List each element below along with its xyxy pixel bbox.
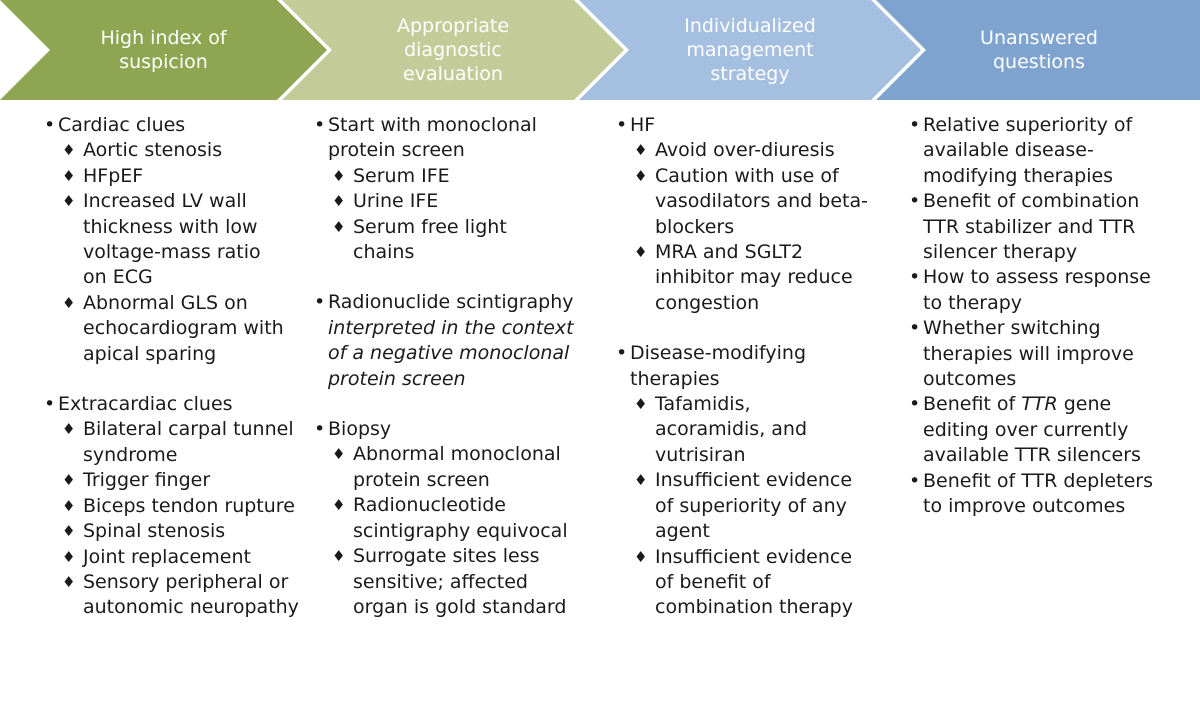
list-item: ♦Biceps tendon rupture bbox=[62, 494, 304, 519]
stage-chevrons bbox=[0, 0, 1200, 100]
question-item: •How to assess response to therapy bbox=[909, 266, 1151, 314]
list-item: ♦Trigger finger bbox=[62, 468, 304, 493]
diamond-bullet-icon: ♦ bbox=[62, 496, 76, 515]
list-item: ♦Insufficient evidence of superiority of… bbox=[634, 469, 853, 543]
diamond-bullet-icon: ♦ bbox=[634, 243, 648, 262]
bullet-dot: • bbox=[616, 114, 628, 136]
bullet-dot: • bbox=[909, 317, 921, 340]
diamond-bullet-icon: ♦ bbox=[332, 445, 346, 464]
diamond-bullet-icon: ♦ bbox=[332, 192, 346, 211]
section-label: Biopsy bbox=[328, 418, 392, 441]
section-label: Extracardiac clues bbox=[58, 393, 233, 416]
list-item: ♦Sensory peripheral or autonomic neuropa… bbox=[62, 570, 299, 619]
list-item: ♦Joint replacement bbox=[62, 545, 304, 570]
question-item: •Benefit of TTR depleters to improve out… bbox=[909, 469, 1154, 518]
column-diagnostic-evaluation: • Start with monoclonal protein screen ♦… bbox=[312, 113, 574, 620]
list-item: ♦Insufficient evidence of benefit of com… bbox=[634, 545, 853, 619]
diamond-bullet-icon: ♦ bbox=[62, 192, 76, 211]
chevron-stage-2 bbox=[282, 0, 624, 100]
list-item: ♦MRA and SGLT2 inhibitor may reduce cong… bbox=[634, 241, 853, 314]
stage-title-3: Individualized management strategy bbox=[684, 15, 816, 85]
section-label: Disease-modifying therapies bbox=[630, 342, 807, 390]
bullet-dot: • bbox=[314, 418, 326, 441]
list-item: ♦Spinal stenosis bbox=[62, 519, 304, 544]
section-label: Cardiac clues bbox=[58, 114, 186, 136]
chevron-stage-4 bbox=[876, 0, 1200, 100]
bullet-dot: • bbox=[909, 114, 921, 136]
diamond-bullet-icon: ♦ bbox=[62, 547, 76, 566]
list-item: ♦Radionucleotide scintigraphy equivocal bbox=[332, 494, 568, 542]
section-disease-modifying-therapies: • Disease-modifying therapies ♦Tafamidis… bbox=[614, 341, 876, 620]
section-hf: • HF ♦Avoid over-diuresis ♦Caution with … bbox=[614, 113, 876, 316]
bullet-dot: • bbox=[909, 469, 921, 492]
diamond-bullet-icon: ♦ bbox=[634, 395, 648, 414]
section-radionuclide-scintigraphy: • Radionuclide scintigraphy interpreted … bbox=[312, 290, 574, 392]
diamond-bullet-icon: ♦ bbox=[332, 547, 346, 566]
list-item: ♦HFpEF bbox=[62, 164, 304, 189]
section-label: Radionuclide scintigraphy bbox=[328, 291, 574, 314]
section-italic-note: interpreted in the context of a negative… bbox=[328, 316, 574, 390]
bullet-dot: • bbox=[616, 342, 628, 365]
section-label: HF bbox=[630, 114, 656, 136]
section-label: Start with monoclonal protein screen bbox=[328, 114, 537, 162]
question-item: •Benefit of TTR gene editing over curren… bbox=[909, 393, 1141, 467]
diamond-bullet-icon: ♦ bbox=[332, 217, 346, 236]
question-item: •Whether switching therapies will improv… bbox=[909, 317, 1134, 391]
bullet-dot: • bbox=[909, 266, 921, 289]
stage-title-1: High index of suspicion bbox=[100, 27, 227, 73]
list-item: ♦Abnormal GLS on echocardiogram with api… bbox=[62, 291, 284, 365]
diamond-bullet-icon: ♦ bbox=[62, 141, 76, 160]
section-cardiac-clues: • Cardiac clues ♦Aortic stenosis ♦HFpEF … bbox=[42, 113, 304, 367]
list-item: ♦Increased LV wall thickness with low vo… bbox=[62, 190, 261, 289]
list-item: ♦Bilateral carpal tunnel syndrome bbox=[62, 418, 294, 466]
diamond-bullet-icon: ♦ bbox=[62, 572, 76, 591]
diamond-bullet-icon: ♦ bbox=[62, 166, 76, 185]
diamond-bullet-icon: ♦ bbox=[332, 166, 346, 185]
diamond-bullet-icon: ♦ bbox=[62, 293, 76, 312]
diamond-bullet-icon: ♦ bbox=[332, 496, 346, 515]
diamond-bullet-icon: ♦ bbox=[62, 471, 76, 490]
question-item: •Benefit of combination TTR stabilizer a… bbox=[909, 190, 1140, 264]
stage-title-2: Appropriate diagnostic evaluation bbox=[396, 15, 510, 85]
list-item: ♦Avoid over-diuresis bbox=[634, 138, 876, 163]
list-item: ♦Caution with use of vasodilators and be… bbox=[634, 164, 868, 238]
diamond-bullet-icon: ♦ bbox=[62, 420, 76, 439]
bullet-dot: • bbox=[909, 190, 921, 213]
list-item: ♦Abnormal monoclonal protein screen bbox=[332, 443, 561, 491]
diamond-bullet-icon: ♦ bbox=[634, 141, 648, 160]
column-management-strategy: • HF ♦Avoid over-diuresis ♦Caution with … bbox=[614, 113, 876, 621]
chevron-stage-3 bbox=[579, 0, 921, 100]
bullet-dot: • bbox=[909, 393, 921, 416]
bullet-dot: • bbox=[44, 114, 56, 136]
chevron-stage-1 bbox=[0, 0, 327, 100]
diamond-bullet-icon: ♦ bbox=[62, 522, 76, 541]
list-item: ♦Surrogate sites less sensitive; affecte… bbox=[332, 545, 567, 618]
section-biopsy: • Biopsy ♦Abnormal monoclonal protein sc… bbox=[312, 417, 574, 620]
diamond-bullet-icon: ♦ bbox=[634, 471, 648, 490]
list-item: ♦Serum IFE bbox=[332, 164, 574, 189]
bullet-dot: • bbox=[44, 393, 56, 416]
diamond-bullet-icon: ♦ bbox=[634, 547, 648, 566]
question-item: •Relative superiority of available disea… bbox=[909, 114, 1133, 187]
diamond-bullet-icon: ♦ bbox=[634, 166, 648, 185]
list-item: ♦Aortic stenosis bbox=[62, 138, 304, 163]
bullet-dot: • bbox=[314, 114, 326, 136]
column-unanswered-questions: •Relative superiority of available disea… bbox=[907, 113, 1175, 520]
list-item: ♦Tafamidis, acoramidis, and vutrisiran bbox=[634, 393, 808, 466]
stage-title-4: Unanswered questions bbox=[980, 27, 1098, 73]
list-item: ♦Serum free light chains bbox=[332, 215, 507, 264]
column-suspicion: • Cardiac clues ♦Aortic stenosis ♦HFpEF … bbox=[42, 113, 304, 621]
list-item: ♦Urine IFE bbox=[332, 189, 574, 214]
section-extracardiac-clues: • Extracardiac clues ♦Bilateral carpal t… bbox=[42, 392, 304, 621]
section-monoclonal-screen: • Start with monoclonal protein screen ♦… bbox=[312, 113, 574, 265]
bullet-dot: • bbox=[314, 291, 326, 314]
